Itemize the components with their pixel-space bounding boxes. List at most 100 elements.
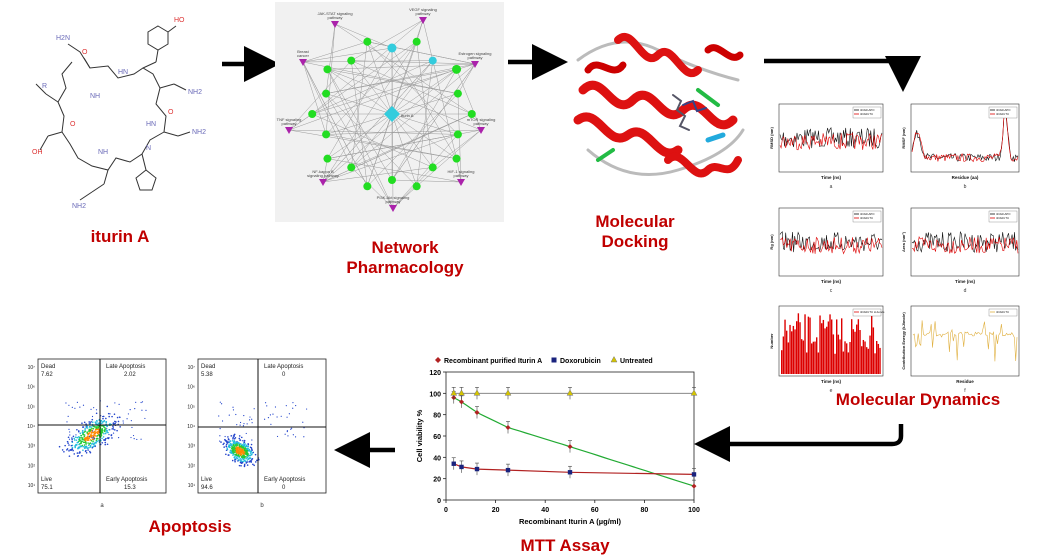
flow-event: [90, 408, 92, 410]
md-panel-letter: d: [964, 288, 967, 294]
flow-event: [69, 434, 71, 436]
md-traces: [912, 320, 1018, 362]
flow-event: [227, 438, 230, 440]
flow-event: [256, 459, 258, 462]
md-trace: [911, 231, 1019, 253]
flow-y-tick-label: 10⁶: [187, 385, 195, 391]
flow-event: [222, 443, 224, 446]
flow-event: [82, 433, 84, 435]
flow-event: [238, 464, 241, 467]
flow-event: [103, 429, 106, 432]
network-pathway-node: [471, 61, 479, 68]
mtt-point: [474, 410, 480, 416]
flow-event: [234, 449, 236, 452]
flow-event: [238, 458, 240, 461]
flow-event: [267, 417, 270, 419]
flow-event: [93, 432, 96, 435]
flow-event: [90, 439, 93, 442]
flow-event: [91, 421, 94, 424]
flow-event: [101, 422, 104, 424]
flow-event: [86, 437, 88, 440]
network-edge: [391, 179, 462, 183]
flow-event: [84, 441, 87, 443]
md-xlabel: Time (ns): [955, 279, 975, 284]
flow-event: [134, 408, 136, 410]
md-hbond-bar: [872, 327, 875, 374]
network-edge: [391, 93, 458, 115]
network-edge: [326, 113, 393, 135]
flow-event: [84, 445, 86, 448]
md-trace: [779, 132, 883, 151]
flow-live-value: 75.1: [41, 485, 53, 491]
flow-event: [287, 435, 289, 437]
md-hbond-bar: [802, 340, 805, 374]
md-hbond-bar: [869, 335, 871, 374]
flow-event: [136, 438, 138, 441]
md-panel-letter: c: [830, 288, 833, 294]
flow-event: [79, 451, 81, 454]
mtt-x-tick-label: 0: [444, 507, 448, 514]
flow-event: [234, 455, 236, 457]
md-legend-box: [852, 308, 882, 317]
md-hbond-bar: [787, 342, 790, 374]
network-gene-node: [412, 182, 421, 191]
flow-event: [69, 449, 72, 451]
md-legend-label: 4OAR-ITU H-bonds: [860, 310, 885, 314]
network-edge: [391, 69, 457, 181]
flow-event: [232, 406, 234, 408]
mtt-point: [473, 389, 481, 396]
network-gene-node: [453, 89, 462, 98]
flow-event: [272, 413, 274, 415]
flow-event: [228, 441, 231, 444]
flow-event: [243, 414, 245, 417]
flow-event: [76, 401, 78, 403]
flow-event: [274, 406, 277, 408]
flow-event: [73, 439, 76, 441]
md-legend-label: 4OAR-ITU: [860, 216, 873, 220]
flow-event: [83, 421, 86, 424]
flow-y-tick-label: 10⁷: [188, 365, 196, 371]
flow-plot-frame: [197, 358, 327, 494]
flow-event: [92, 431, 95, 434]
flow-live-label: Live: [201, 477, 213, 483]
md-hbond-bar: [796, 321, 798, 374]
flow-y-tick-label: 10⁵: [27, 404, 35, 410]
md-xlabel: Time (ns): [821, 175, 841, 180]
flow-event: [240, 452, 243, 454]
flow-event: [94, 445, 96, 448]
flow-event: [285, 405, 287, 407]
flow-event: [91, 446, 94, 449]
flow-event: [79, 437, 81, 439]
flow-event: [90, 426, 92, 428]
flow-event: [97, 433, 100, 435]
flow-event: [127, 413, 130, 415]
flow-event: [91, 437, 93, 439]
flow-event: [101, 427, 104, 430]
network-gene-node: [347, 56, 356, 65]
md-hbond-bar: [797, 313, 800, 374]
flow-event: [245, 432, 247, 435]
flow-event: [74, 407, 76, 409]
flow-event: [106, 431, 108, 433]
label-nh-2: NH: [98, 149, 108, 156]
flow-event: [83, 435, 86, 438]
flow-event: [248, 419, 251, 421]
md-hbond-bar: [819, 315, 821, 374]
flow-event: [251, 418, 253, 420]
flow-event: [242, 460, 245, 463]
md-panel-letter: e: [830, 388, 833, 394]
network-pathway-label: PI3K-Akt signaling: [377, 195, 410, 200]
mtt-y-axis-label: Cell viability %: [415, 409, 424, 462]
caption-apoptosis: Apoptosis: [148, 517, 232, 536]
md-trace: [911, 107, 1019, 162]
flow-event: [82, 426, 85, 428]
flow-event: [76, 428, 78, 431]
flow-event: [93, 442, 96, 445]
network-edge: [334, 23, 472, 115]
network-edge: [288, 60, 352, 131]
label-r: R: [42, 83, 47, 90]
flow-early-label: Early Apoptosis: [106, 477, 147, 483]
flow-event: [89, 422, 91, 424]
